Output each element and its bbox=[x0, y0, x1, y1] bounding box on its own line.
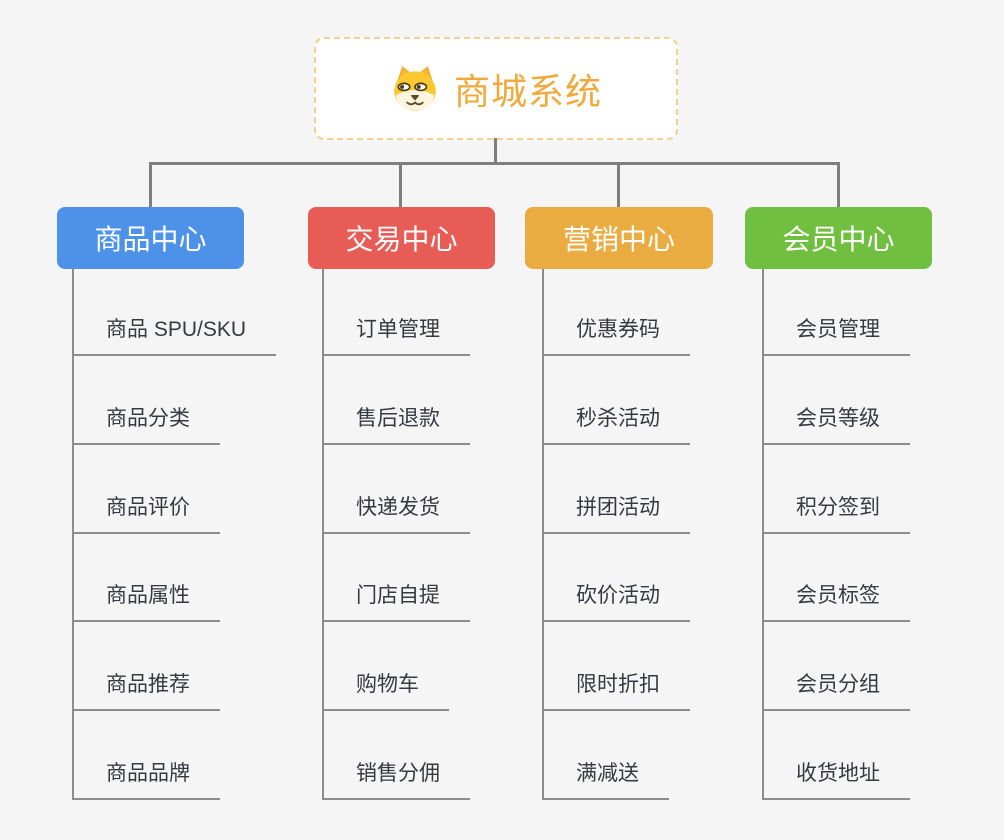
branch-node-marketing-center[interactable]: 营销中心 bbox=[525, 207, 713, 269]
leaf-item[interactable]: 商品评价 bbox=[72, 494, 220, 534]
leaf-item[interactable]: 会员管理 bbox=[762, 316, 910, 356]
branch-node-member-center[interactable]: 会员中心 bbox=[745, 207, 932, 269]
leaf-item[interactable]: 会员等级 bbox=[762, 405, 910, 445]
leaf-item[interactable]: 销售分佣 bbox=[322, 760, 470, 800]
branch-node-trade-center[interactable]: 交易中心 bbox=[308, 207, 495, 269]
leaf-item[interactable]: 秒杀活动 bbox=[542, 405, 690, 445]
connector-root-drop bbox=[494, 138, 497, 164]
branch-label: 会员中心 bbox=[782, 224, 895, 255]
leaf-item[interactable]: 商品分类 bbox=[72, 405, 220, 445]
connector-horizontal bbox=[149, 162, 840, 165]
leaf-item[interactable]: 售后退款 bbox=[322, 405, 470, 445]
leaf-item[interactable]: 限时折扣 bbox=[542, 671, 690, 711]
connector-drop-marketing bbox=[617, 164, 620, 207]
leaf-item[interactable]: 购物车 bbox=[322, 671, 449, 711]
leaf-item[interactable]: 满减送 bbox=[542, 760, 669, 800]
leaf-item[interactable]: 优惠券码 bbox=[542, 316, 690, 356]
branch-spine-marketing bbox=[542, 269, 544, 800]
leaf-item[interactable]: 商品推荐 bbox=[72, 671, 220, 711]
root-node[interactable]: 商城系统 bbox=[314, 37, 678, 140]
leaf-item[interactable]: 商品品牌 bbox=[72, 760, 220, 800]
leaf-item[interactable]: 收货地址 bbox=[762, 760, 910, 800]
leaf-item[interactable]: 商品属性 bbox=[72, 582, 220, 622]
connector-drop-trade bbox=[399, 164, 402, 207]
branch-spine-product bbox=[72, 269, 74, 800]
branch-label: 交易中心 bbox=[345, 224, 458, 255]
leaf-item[interactable]: 商品 SPU/SKU bbox=[72, 316, 277, 356]
branch-label: 营销中心 bbox=[562, 224, 675, 255]
root-title: 商城系统 bbox=[453, 70, 602, 112]
leaf-item[interactable]: 积分签到 bbox=[762, 494, 910, 534]
branch-spine-member bbox=[762, 269, 764, 800]
leaf-item[interactable]: 快递发货 bbox=[322, 494, 470, 534]
branch-label: 商品中心 bbox=[94, 224, 207, 255]
leaf-item[interactable]: 拼团活动 bbox=[542, 494, 690, 534]
branch-node-product-center[interactable]: 商品中心 bbox=[57, 207, 244, 269]
connector-drop-product bbox=[149, 164, 152, 207]
leaf-item[interactable]: 订单管理 bbox=[322, 316, 470, 356]
leaf-item[interactable]: 门店自提 bbox=[322, 582, 470, 622]
branch-spine-trade bbox=[322, 269, 324, 800]
dog-face-icon bbox=[394, 65, 436, 111]
connector-drop-member bbox=[837, 164, 840, 207]
leaf-item[interactable]: 会员标签 bbox=[762, 582, 910, 622]
leaf-item[interactable]: 砍价活动 bbox=[542, 582, 690, 622]
leaf-item[interactable]: 会员分组 bbox=[762, 671, 910, 711]
